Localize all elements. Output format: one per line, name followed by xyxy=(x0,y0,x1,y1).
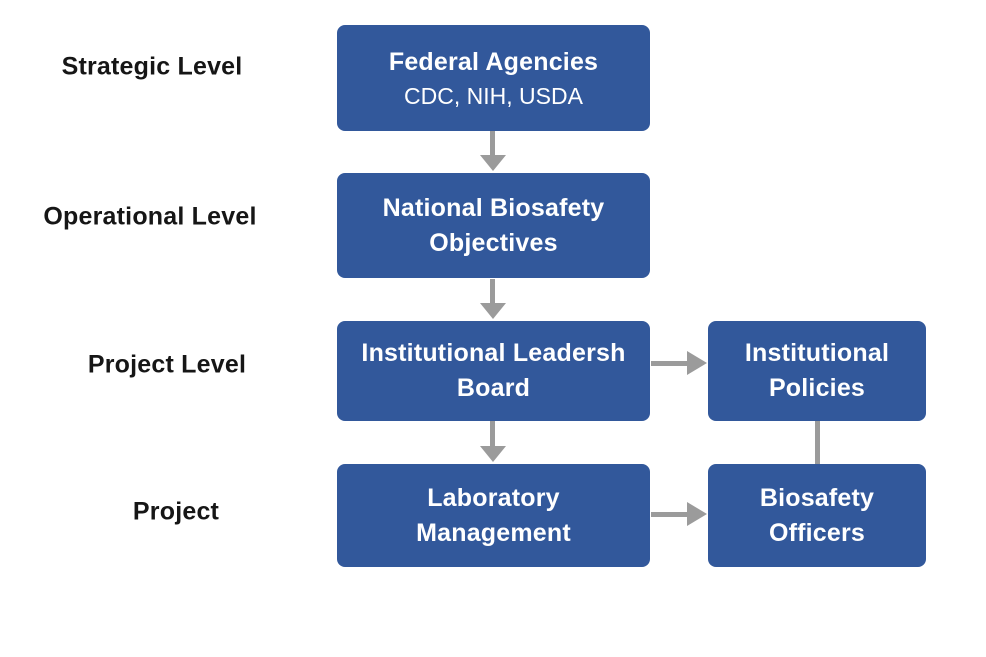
box-title-line2: Board xyxy=(456,374,531,402)
arrow-head xyxy=(687,502,707,526)
box-title-line2: Management xyxy=(416,518,571,547)
box-subtitle: CDC, NIH, USDA xyxy=(404,82,583,109)
level-label-strategic: Strategic Level xyxy=(61,52,243,81)
arrow-head xyxy=(687,351,707,375)
box-federal-agencies: Federal Agencies CDC, NIH, USDA xyxy=(337,25,650,131)
arrow-shaft xyxy=(490,279,495,305)
level-label-project: Project xyxy=(132,497,220,526)
arrow-head xyxy=(480,446,506,462)
box-title-line2: Officers xyxy=(768,518,866,547)
arrow-down-national-to-institutional-icon xyxy=(480,279,506,319)
box-title-line1: Institutional xyxy=(744,339,890,367)
connector-policies-to-officers xyxy=(815,421,820,464)
box-title: Federal Agencies xyxy=(388,47,599,76)
box-title-line1: Laboratory xyxy=(427,483,560,512)
arrow-head xyxy=(480,303,506,319)
box-title-line2: Policies xyxy=(768,374,866,402)
arrow-down-federal-to-national-icon xyxy=(480,131,506,171)
arrow-shaft xyxy=(490,131,495,157)
arrow-down-institutional-to-laboratory-icon xyxy=(480,421,506,462)
box-institutional-policies: Institutional Policies xyxy=(708,321,926,421)
box-institutional-leadership-board: Institutional Leadersh Board xyxy=(337,321,650,421)
box-title-line1: National Biosafety xyxy=(382,193,605,222)
box-laboratory-management: Laboratory Management xyxy=(337,464,650,567)
box-national-biosafety-objectives: National Biosafety Objectives xyxy=(337,173,650,278)
arrow-shaft xyxy=(490,421,495,448)
box-title-line1: Biosafety xyxy=(759,483,875,512)
arrow-right-management-to-officers-icon xyxy=(651,502,707,526)
box-title-line2: Objectives xyxy=(429,228,558,257)
arrow-head xyxy=(480,155,506,171)
level-label-operational: Operational Level xyxy=(43,202,257,231)
level-label-project-level: Project Level xyxy=(87,350,247,379)
box-biosafety-officers: Biosafety Officers xyxy=(708,464,926,567)
box-title-line1: Institutional Leadersh xyxy=(361,339,626,367)
arrow-right-board-to-policies-icon xyxy=(651,351,707,375)
arrow-shaft xyxy=(651,512,689,517)
arrow-shaft xyxy=(651,361,689,366)
